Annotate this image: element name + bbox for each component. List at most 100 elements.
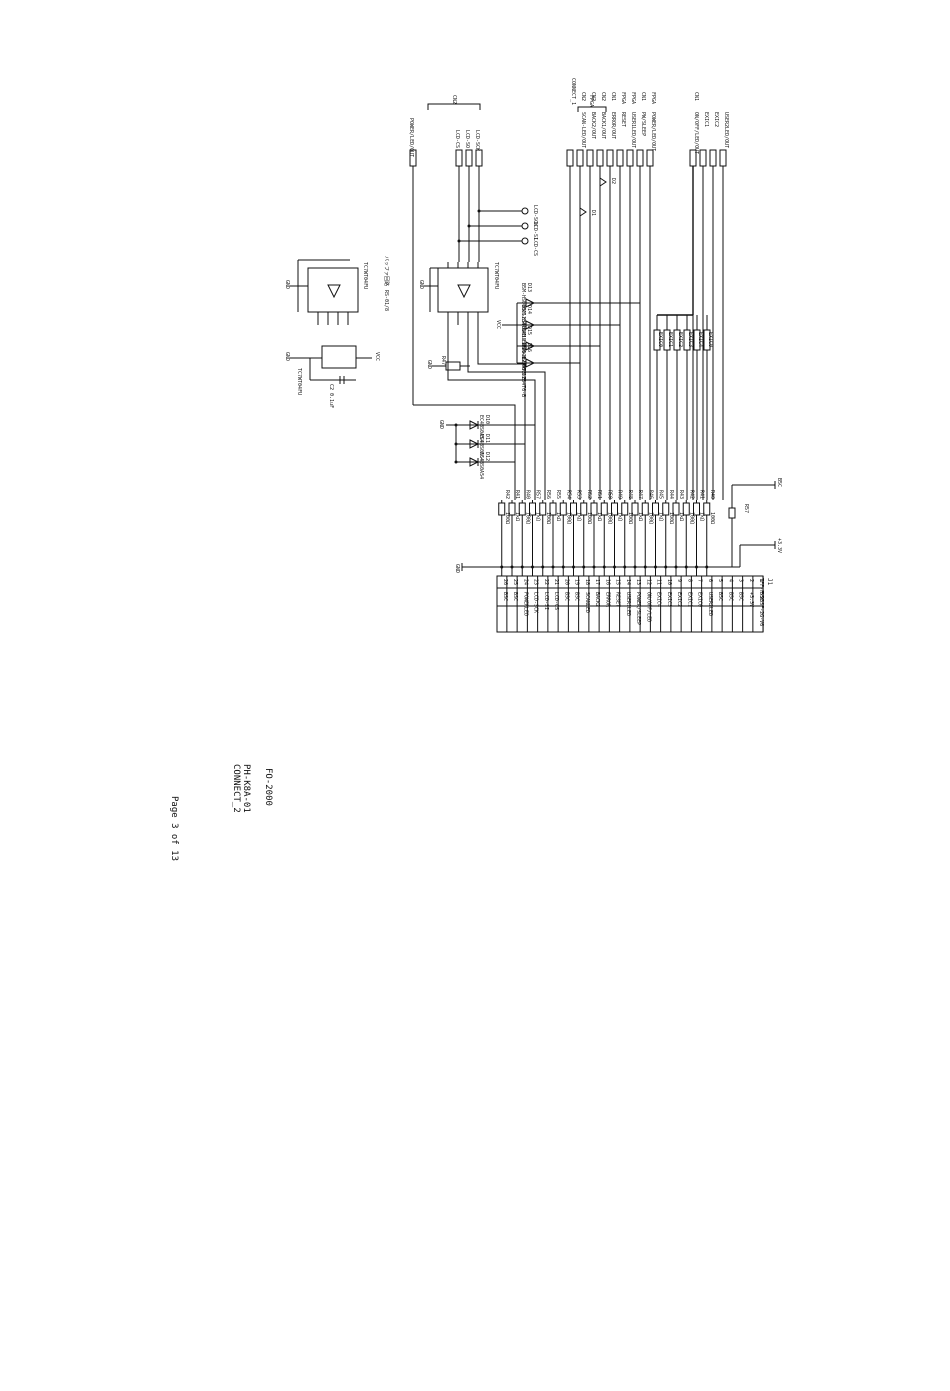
- signal-port: [709, 149, 717, 167]
- resistor-label: R55: [555, 490, 561, 499]
- connector-pin-signal: ERROR: [604, 592, 610, 608]
- off-page-ref: CN2: [600, 92, 606, 101]
- off-page-ref: CN1: [610, 92, 616, 101]
- svg-text:GND: GND: [454, 564, 460, 573]
- svg-text:POWER/LED/OUT: POWER/LED/OUT: [408, 118, 414, 157]
- connector-pin-number: 6: [707, 579, 713, 582]
- connector-pin-number: 13: [635, 579, 641, 585]
- connector-pin-signal: USER2LED: [707, 592, 713, 616]
- svg-text:B5C: B5C: [776, 478, 782, 487]
- resistor-value: 1kΩ: [555, 512, 561, 521]
- connector-pin-signal: BSC: [502, 592, 508, 601]
- supply-plus33: +3.3V: [739, 538, 782, 567]
- lcd-bus: CN2 POWER/LED/OUT LCD-CS LCD-SO LCD-SCK …: [408, 95, 538, 405]
- connector-j1: 1B5C2+3.3V3B5C4B5C5B5C6USER2LED7EXIC08EX…: [496, 575, 773, 633]
- signal-label: POWER/LED/OUT: [650, 112, 656, 151]
- diode-label: D11: [484, 434, 490, 443]
- resistor: [539, 502, 547, 516]
- connector-pin-signal: POWER/SLEEP: [635, 592, 641, 625]
- signal-label: SCAN-LED/OUT: [580, 112, 586, 148]
- signal-port: [566, 149, 574, 167]
- connector-pin-signal: EXIC1: [686, 592, 692, 607]
- resistor-value: 1kΩ: [576, 512, 582, 521]
- resistor-label: R43: [678, 490, 684, 499]
- decoupling-cap: GND VCC C2 0.1uF TC7WT04FU: [284, 345, 380, 408]
- svg-text:C2 0.1uF: C2 0.1uF: [328, 384, 334, 408]
- resistor: [518, 502, 526, 516]
- resistor: [590, 502, 598, 516]
- led-part: B5M-HS000C1234T6-B: [520, 283, 526, 337]
- signal-port: [606, 149, 614, 167]
- resistor-value: 100Ω: [524, 512, 530, 524]
- resistor-value: 100Ω: [606, 512, 612, 524]
- buffer-ic-2: TC7WT04FU バッファ回路 RS-01/8 GND: [284, 256, 390, 325]
- resistor: [662, 502, 670, 516]
- signal-label: BACK1/OUT: [600, 112, 606, 139]
- exic-label: EXIC3: [687, 332, 693, 347]
- exic-port: [673, 329, 681, 351]
- vertical-nets: [500, 500, 709, 576]
- signal-label: EXIC1: [703, 112, 709, 127]
- resistor-value: 100Ω: [668, 512, 674, 524]
- resistor-value: 100Ω: [545, 512, 551, 524]
- resistor: [641, 502, 649, 516]
- resistor-label: R54: [565, 490, 571, 499]
- buffer-ic-1: TC7WT04FU GND: [418, 262, 499, 325]
- signal-label: EXIC2: [713, 112, 719, 127]
- svg-text:FPGA: FPGA: [588, 95, 594, 107]
- svg-text:GND: GND: [418, 280, 424, 289]
- resistor-label: R57: [535, 490, 541, 499]
- svg-text:RS-01/8: RS-01/8: [383, 290, 389, 311]
- resistor-value: 1kΩ: [596, 512, 602, 521]
- connector-pin-number: 8: [686, 579, 692, 582]
- connector-pin-number: 26: [502, 579, 508, 585]
- page-number: Page 3 of 13: [169, 796, 179, 861]
- svg-text:LCD-SI: LCD-SI: [532, 222, 538, 240]
- resistor: [631, 502, 639, 516]
- resistor: [570, 502, 577, 516]
- exic-label: EXIC1: [667, 332, 673, 347]
- connector-pin-number: 23: [533, 579, 539, 585]
- signal-port: [616, 149, 624, 167]
- resistor-value: 1kΩ: [514, 512, 520, 521]
- resistor-value: 100Ω: [647, 512, 653, 524]
- connector-pin-signal: EXIC4: [656, 592, 662, 607]
- diode-part: EC4BS0A54: [478, 415, 484, 442]
- resistor: [693, 502, 700, 516]
- off-page-ref: CN2: [580, 92, 586, 101]
- svg-text:R57: R57: [743, 504, 749, 513]
- connector-pin-signal: POWERLED: [522, 592, 528, 616]
- connector-pin-number: 24: [522, 579, 528, 585]
- off-page-ref: CN1: [693, 92, 699, 101]
- connector-pin-signal: RESET: [615, 592, 621, 607]
- resistor-label: R50: [606, 490, 612, 499]
- exic-label: EXIC0: [657, 332, 663, 347]
- resistor-value: 100Ω: [688, 512, 694, 524]
- signal-port: [719, 149, 727, 167]
- led-label: D15: [526, 326, 532, 335]
- svg-text:VCC: VCC: [495, 320, 501, 329]
- resistor-label: R41: [514, 490, 520, 499]
- svg-text:LCD-SO: LCD-SO: [464, 130, 470, 148]
- exic-port: [703, 329, 711, 351]
- resistor: [652, 502, 659, 516]
- connector-pin-signal: B5C: [717, 592, 723, 601]
- connector-pin-number: 12: [645, 579, 651, 585]
- resistor: [508, 502, 516, 516]
- exic-label: EXIC4: [697, 332, 703, 347]
- resistor: [600, 502, 608, 516]
- led-label: D14: [526, 305, 532, 314]
- connector-pin-number: 2: [748, 579, 754, 582]
- resistor-value: 1kΩ: [617, 512, 623, 521]
- connector-pin-signal: B5C: [727, 592, 733, 601]
- resistor: [672, 502, 680, 516]
- small-diodes: D1 D2: [579, 177, 616, 217]
- off-page-ref: FPGA: [630, 92, 636, 104]
- connector-pin-signal: B5C: [758, 592, 764, 601]
- connector-pin-number: 20: [563, 579, 569, 585]
- connector-pin-number: 9: [676, 579, 682, 582]
- title-block: FO-2000 PH-K8A-01 CONNECT_2 Page 3 of 13: [169, 764, 273, 861]
- resistor: [529, 502, 536, 516]
